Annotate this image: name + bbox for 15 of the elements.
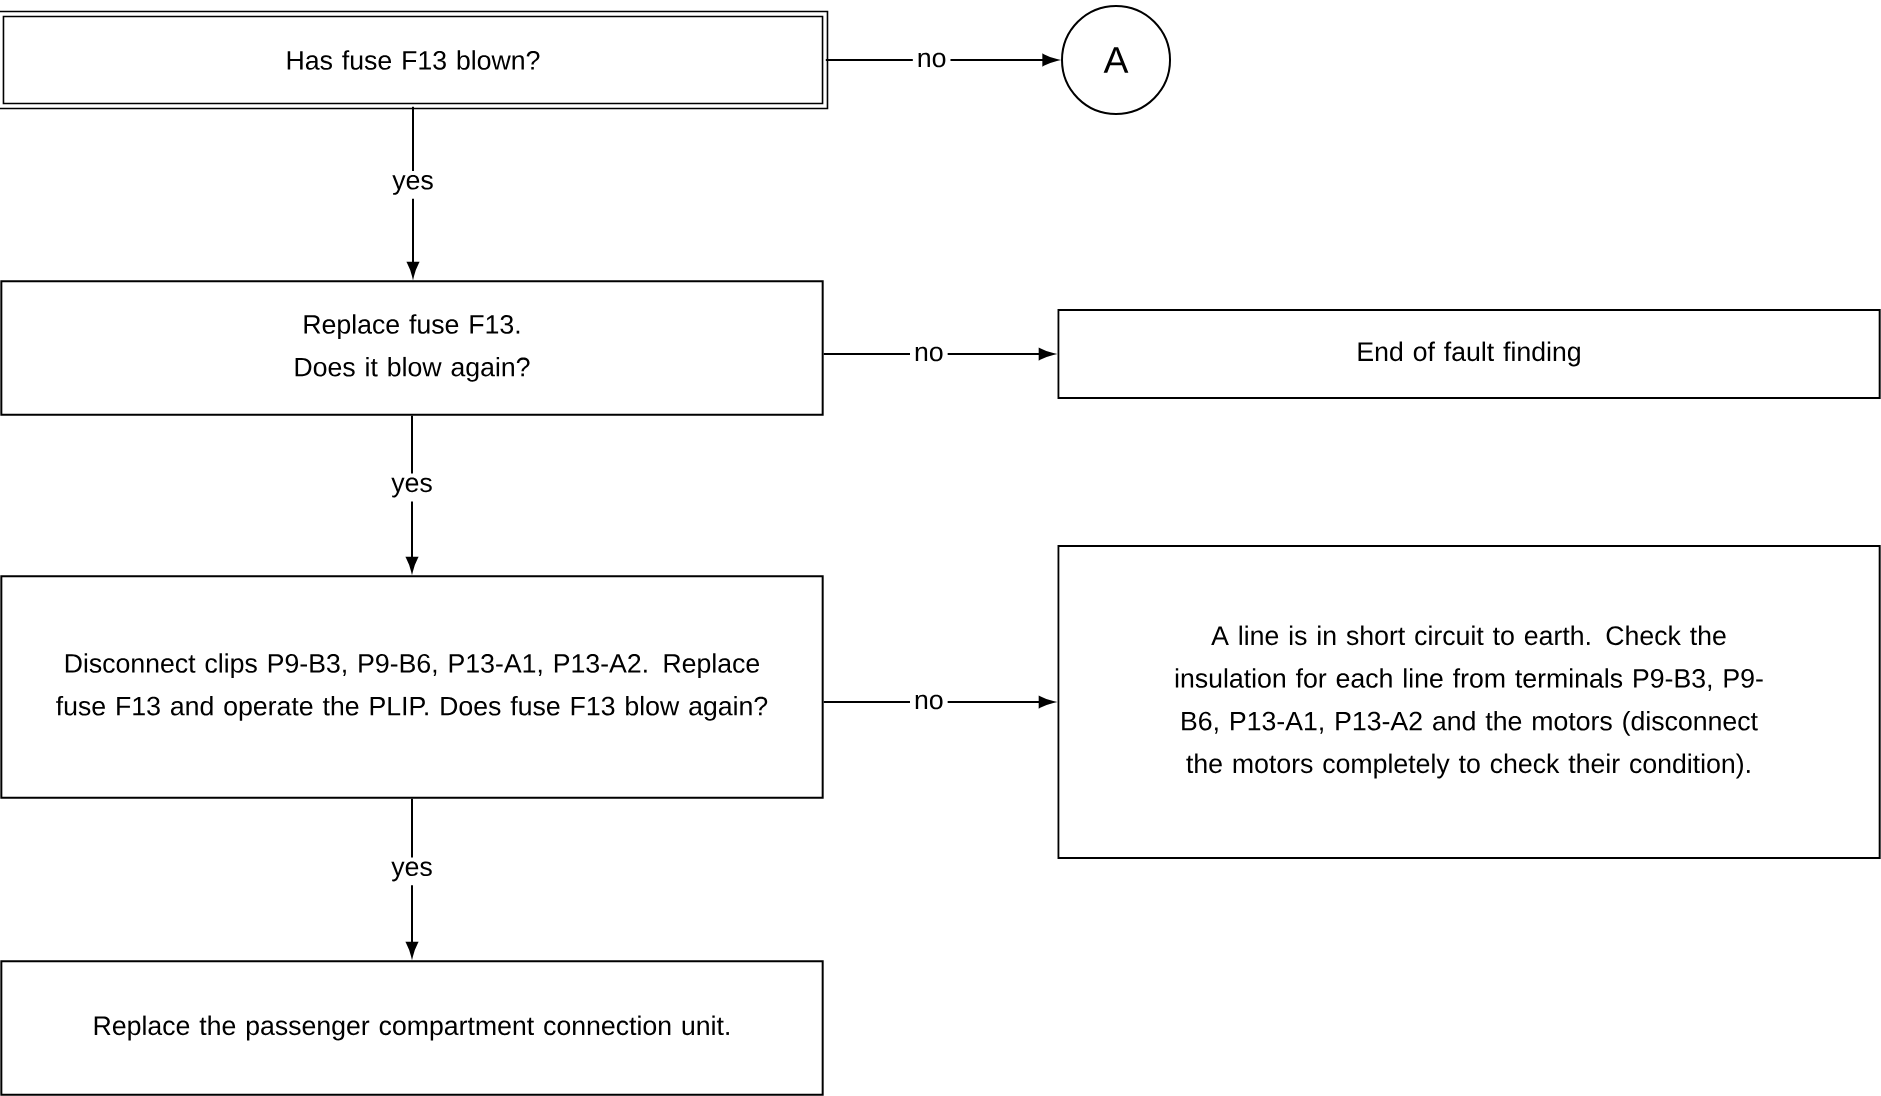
decision-box: Has fuse F13 blown?	[0, 10, 829, 110]
process-box: A line is in short circuit to earth. Check the insulation for each line from terminals P9-B3, P9-B6, P13-A1, P13-A2 and the motors (disconnect the motors completely to check their condition).	[1057, 545, 1881, 859]
arrow	[406, 414, 418, 572]
edge-label: yes	[387, 473, 437, 502]
edge-label: no	[912, 48, 951, 72]
arrow	[407, 105, 419, 277]
process-box: Disconnect clips P9-B3, P9-B6, P13-A1, P13-A2. Replace fuse F13 and operate the PLIP. Does fuse F13 blow again?	[0, 575, 824, 799]
process-box: Replace fuse F13. Does it blow again?	[0, 280, 824, 416]
edge-label: yes	[387, 857, 437, 886]
process-box: Replace the passenger compartment connection unit.	[0, 960, 824, 1096]
arrow	[824, 54, 1058, 66]
process-box: End of fault finding	[1057, 309, 1881, 399]
edge-label: yes	[388, 170, 438, 199]
edge-label: no	[910, 342, 948, 366]
edge-label: no	[910, 690, 948, 714]
